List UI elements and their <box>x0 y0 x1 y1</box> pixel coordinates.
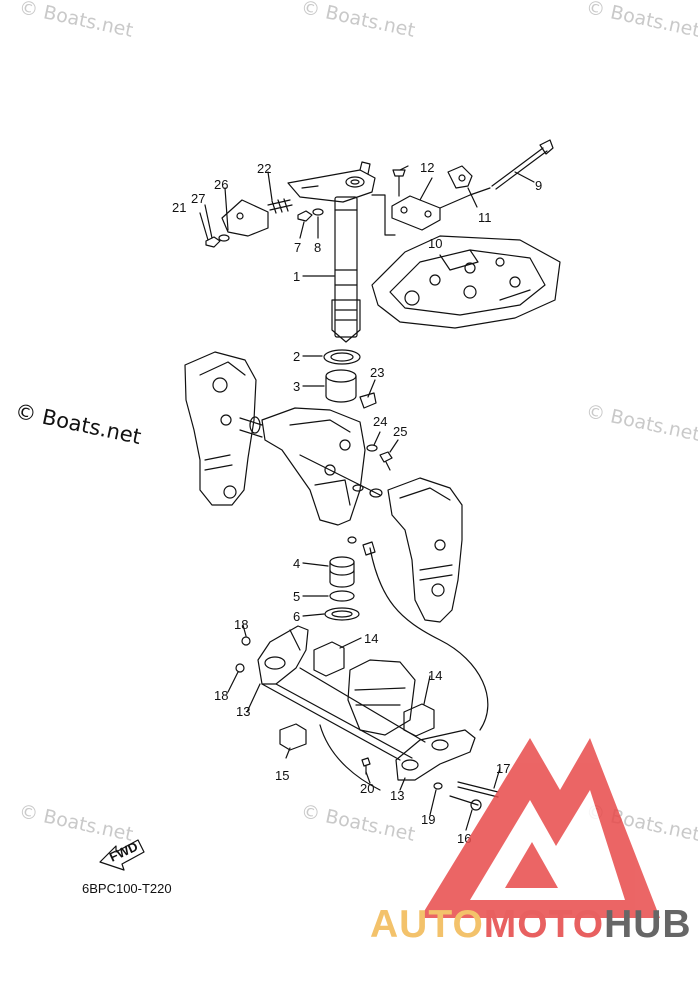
brand-part-2: MOTO <box>483 903 605 946</box>
diagram-code: 6BPC100-T220 <box>82 881 172 896</box>
rubber-14a <box>313 641 345 677</box>
fwd-label: FWD <box>107 839 140 865</box>
callout-12: 12 <box>420 160 434 175</box>
ring-6 <box>324 607 360 621</box>
washer-27 <box>218 234 230 242</box>
callout-4: 4 <box>293 556 300 571</box>
left-clamp-bracket <box>184 351 257 506</box>
lower-mount-left <box>257 625 309 685</box>
callout-5: 5 <box>293 589 300 604</box>
bracket-26 <box>221 198 293 237</box>
callout-8: 8 <box>314 240 321 255</box>
callout-14a: 14 <box>364 631 378 646</box>
bolt-16 <box>449 795 482 811</box>
bolt-25 <box>379 451 393 471</box>
washer-8 <box>312 208 324 216</box>
callout-20: 20 <box>360 781 374 796</box>
callout-23: 23 <box>370 365 384 380</box>
callout-6: 6 <box>293 609 300 624</box>
callout-1: 1 <box>293 269 300 284</box>
callout-19: 19 <box>421 812 435 827</box>
collar-23 <box>359 392 377 409</box>
rubber-14b <box>403 703 435 737</box>
bracket-10 <box>391 195 441 231</box>
nut-7 <box>297 210 313 222</box>
plate-11 <box>447 165 473 189</box>
brand-part-3: HUB <box>604 903 692 946</box>
callout-15: 15 <box>275 768 289 783</box>
ring-2 <box>323 349 361 365</box>
brand-logo-icon <box>420 738 660 918</box>
bushing-4 <box>329 556 355 588</box>
oring-5 <box>329 590 355 602</box>
callout-22: 22 <box>257 161 271 176</box>
callout-14b: 14 <box>428 668 442 683</box>
callout-26: 26 <box>214 177 228 192</box>
callout-25: 25 <box>393 424 407 439</box>
right-clamp-bracket <box>387 477 463 623</box>
long-bolt-9 <box>491 139 554 190</box>
washer-19 <box>433 782 443 790</box>
lower-mount-right <box>395 729 476 781</box>
bolt-17 <box>457 781 499 798</box>
callout-10: 10 <box>428 236 442 251</box>
steering-column <box>287 161 376 343</box>
callout-labels: 1 2 3 4 5 6 7 8 9 10 11 12 13 13 14 14 1… <box>107 160 542 865</box>
nut-21 <box>205 236 221 248</box>
callout-27: 27 <box>191 191 205 206</box>
bushing-3 <box>325 369 357 403</box>
callout-3: 3 <box>293 379 300 394</box>
callout-18a: 18 <box>234 617 248 632</box>
brand-wordmark: AUTOMOTOHUB <box>370 903 692 947</box>
fwd-arrow-icon <box>99 839 145 871</box>
callout-11: 11 <box>478 210 492 225</box>
bolt-12 <box>392 169 406 197</box>
callout-24: 24 <box>373 414 387 429</box>
cover-15 <box>279 723 307 751</box>
swivel-bracket <box>239 407 381 526</box>
brand-part-1: AUTO <box>370 903 484 946</box>
callout-13b: 13 <box>390 788 404 803</box>
washer-24 <box>366 444 378 452</box>
callout-2: 2 <box>293 349 300 364</box>
engine-base <box>371 235 561 329</box>
callout-21: 21 <box>172 200 186 215</box>
callout-9: 9 <box>535 178 542 193</box>
callout-17: 17 <box>496 761 510 776</box>
callout-13a: 13 <box>236 704 250 719</box>
callout-7: 7 <box>294 240 301 255</box>
nut-18b <box>235 663 245 673</box>
nut-18a <box>241 636 251 646</box>
lower-case <box>319 659 416 791</box>
callout-18b: 18 <box>214 688 228 703</box>
